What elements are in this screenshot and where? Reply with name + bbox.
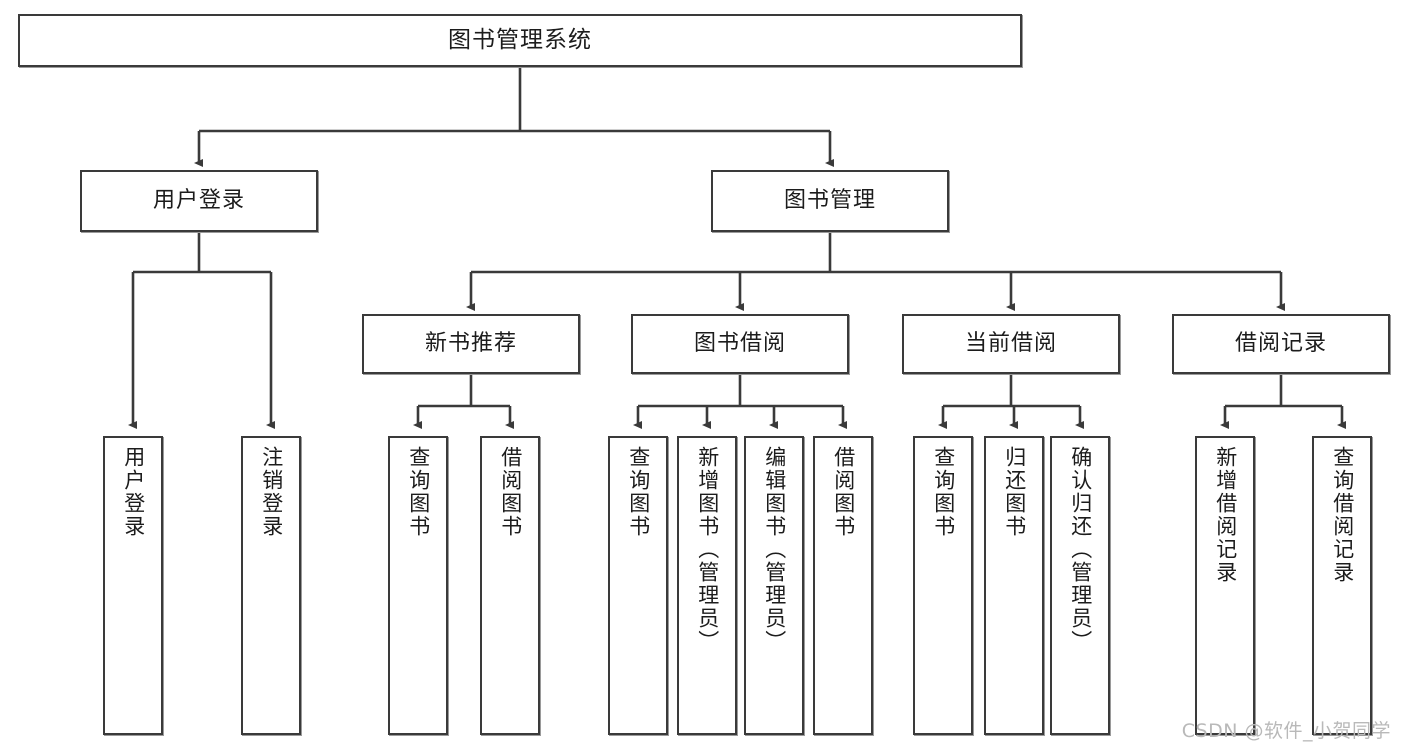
node-label: 借阅记录 <box>1234 331 1327 357</box>
node-book-management[interactable]: 图书管理 <box>711 170 949 232</box>
node-label: 用户登录 <box>121 446 146 538</box>
leaf-new-book-borrow-book[interactable]: 借阅图书 <box>480 436 540 735</box>
node-new-book-recommend[interactable]: 新书推荐 <box>362 314 580 374</box>
node-book-borrow[interactable]: 图书借阅 <box>631 314 849 374</box>
watermark-text: CSDN @软件_小贺同学 <box>1181 720 1391 742</box>
node-label: 查询图书 <box>626 446 651 538</box>
leaf-current-borrow-return-book[interactable]: 归还图书 <box>984 436 1044 735</box>
node-label: 查询图书 <box>931 446 956 538</box>
node-label: 新增图书（管理员） <box>695 446 720 653</box>
leaf-user-login-login[interactable]: 用户登录 <box>103 436 163 735</box>
leaf-new-book-query-book[interactable]: 查询图书 <box>388 436 448 735</box>
node-label: 编辑图书（管理员） <box>762 446 787 653</box>
leaf-book-borrow-query-book[interactable]: 查询图书 <box>608 436 668 735</box>
leaf-borrow-record-query-record[interactable]: 查询借阅记录 <box>1312 436 1372 735</box>
leaf-book-borrow-add-book-admin[interactable]: 新增图书（管理员） <box>677 436 737 735</box>
node-root-book-management-system[interactable]: 图书管理系统 <box>18 14 1022 67</box>
node-label: 新书推荐 <box>424 331 517 357</box>
node-user-login[interactable]: 用户登录 <box>80 170 318 232</box>
node-borrow-record[interactable]: 借阅记录 <box>1172 314 1390 374</box>
leaf-current-borrow-confirm-return-admin[interactable]: 确认归还（管理员） <box>1050 436 1110 735</box>
node-label: 图书借阅 <box>693 331 786 357</box>
leaf-user-login-logout[interactable]: 注销登录 <box>241 436 301 735</box>
node-label: 图书管理系统 <box>448 27 592 54</box>
leaf-current-borrow-query-book[interactable]: 查询图书 <box>913 436 973 735</box>
node-label: 当前借阅 <box>964 331 1057 357</box>
node-label: 借阅图书 <box>498 446 523 538</box>
node-label: 查询图书 <box>406 446 431 538</box>
node-current-borrow[interactable]: 当前借阅 <box>902 314 1120 374</box>
node-label: 查询借阅记录 <box>1330 446 1355 584</box>
leaf-borrow-record-add-record[interactable]: 新增借阅记录 <box>1195 436 1255 735</box>
leaf-book-borrow-borrow-book[interactable]: 借阅图书 <box>813 436 873 735</box>
node-label: 借阅图书 <box>831 446 856 538</box>
node-label: 注销登录 <box>259 446 284 538</box>
node-label: 用户登录 <box>152 188 245 214</box>
node-label: 归还图书 <box>1002 446 1027 538</box>
node-label: 确认归还（管理员） <box>1068 446 1093 653</box>
node-label: 图书管理 <box>783 188 876 214</box>
node-label: 新增借阅记录 <box>1213 446 1238 584</box>
leaf-book-borrow-edit-book-admin[interactable]: 编辑图书（管理员） <box>744 436 804 735</box>
